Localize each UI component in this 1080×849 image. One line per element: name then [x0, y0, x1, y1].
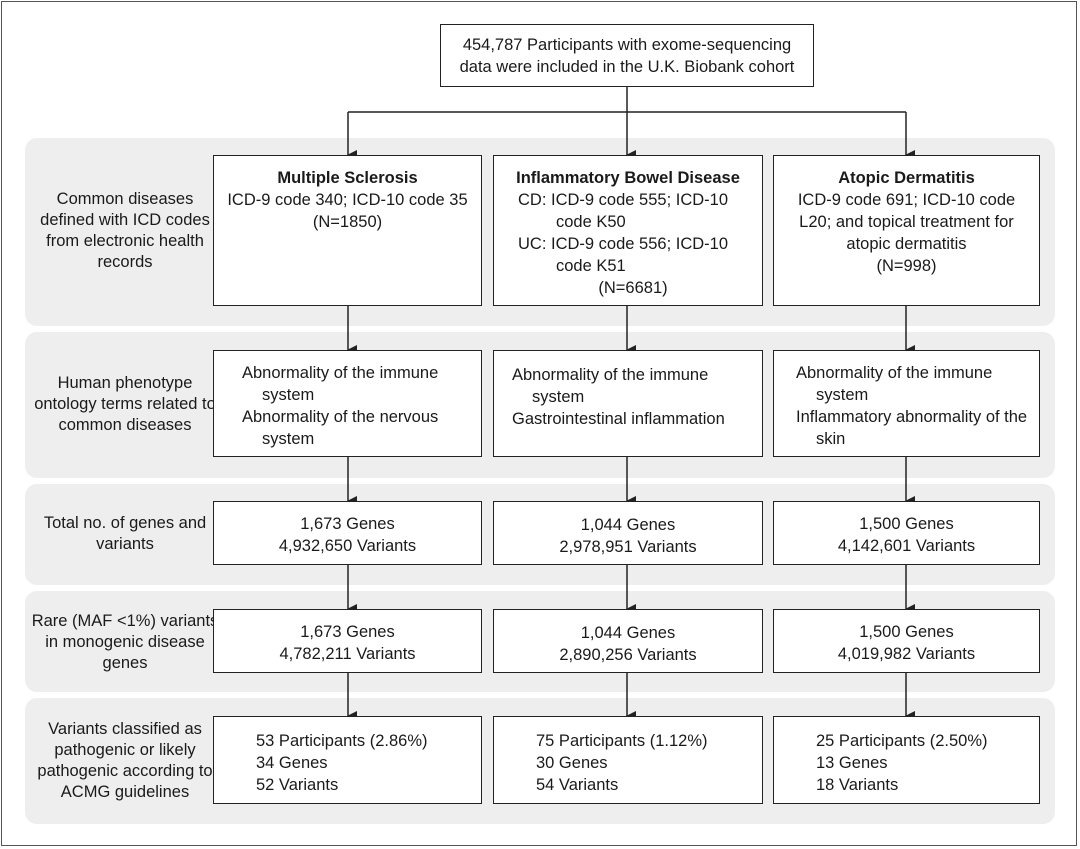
ibd-genes: 30 Genes	[536, 754, 608, 772]
ms-classified-box: 53 Participants (2.86%) 34 Genes 52 Vari…	[213, 716, 482, 804]
ibd-n: (N=6681)	[598, 279, 668, 297]
row-label-classified: Variants classified as pathogenic or lik…	[37, 720, 213, 801]
ibd-uc-codes: UC: ICD-9 code 556; ICD-10 code K51	[518, 235, 728, 275]
ad-genes: 13 Genes	[816, 754, 888, 772]
ad-total-genes: 1,500 Genes	[859, 515, 954, 533]
ibd-rare-box: 1,044 Genes 2,890,256 Variants	[493, 609, 763, 673]
ad-hpo-box: Abnormality of the immune system Inflamm…	[773, 350, 1040, 457]
ad-rare-box: 1,500 Genes 4,019,982 Variants	[773, 609, 1040, 673]
ibd-disease-box: Inflammatory Bowel Disease CD: ICD-9 cod…	[493, 155, 763, 306]
ms-total-variants: 4,932,650 Variants	[278, 537, 417, 555]
ibd-cd-codes: CD: ICD-9 code 555; ICD-10 code K50	[518, 191, 728, 231]
ad-classified-box: 25 Participants (2.50%) 13 Genes 18 Vari…	[773, 716, 1040, 804]
ad-variants: 18 Variants	[816, 776, 899, 794]
ibd-total-box: 1,044 Genes 2,978,951 Variants	[493, 501, 763, 565]
ad-n: (N=998)	[876, 257, 937, 275]
ad-participants: 25 Participants (2.50%)	[816, 732, 988, 750]
ad-rare-genes: 1,500 Genes	[859, 623, 954, 641]
ad-hpo-term-2: Inflammatory abnormality of the skin	[796, 408, 1028, 448]
ibd-hpo-box: Abnormality of the immune system Gastroi…	[493, 350, 763, 457]
ms-genes: 34 Genes	[256, 754, 328, 772]
ms-rare-variants: 4,782,211 Variants	[279, 645, 416, 663]
ibd-rare-genes: 1,044 Genes	[580, 624, 676, 642]
cohort-box: 454,787 Participants with exome-sequenci…	[440, 24, 814, 87]
ms-hpo-term-1: Abnormality of the immune system	[242, 364, 439, 404]
ad-title: Atopic Dermatitis	[838, 169, 975, 187]
ibd-variants: 54 Variants	[536, 776, 619, 794]
ms-n: (N=1850)	[312, 213, 383, 231]
ms-participants: 53 Participants (2.86%)	[256, 732, 428, 750]
ms-hpo-box: Abnormality of the immune system Abnorma…	[213, 350, 482, 457]
ad-hpo-term-1: Abnormality of the immune system	[796, 364, 993, 404]
row-label-rare: Rare (MAF <1%) variants in monogenic dis…	[31, 611, 219, 672]
cohort-line-1: 454,787 Participants with exome-sequenci…	[462, 36, 792, 54]
ibd-hpo-term-1: Abnormality of the immune system	[512, 366, 709, 406]
ibd-classified-box: 75 Participants (1.12%) 30 Genes 54 Vari…	[493, 716, 763, 804]
ibd-hpo-term-2: Gastrointestinal inflammation	[512, 410, 725, 428]
ad-rare-variants: 4,019,982 Variants	[837, 645, 976, 663]
ms-total-genes: 1,673 Genes	[300, 515, 395, 533]
ms-rare-box: 1,673 Genes 4,782,211 Variants	[213, 609, 482, 673]
ibd-title: Inflammatory Bowel Disease	[516, 169, 740, 187]
ms-variants: 52 Variants	[256, 776, 339, 794]
cohort-line-2: data were included in the U.K. Biobank c…	[459, 58, 795, 76]
ms-codes: ICD-9 code 340; ICD-10 code 35	[227, 191, 468, 209]
row-label-diseases: Common diseases defined with ICD codes f…	[40, 190, 210, 271]
row-label-total: Total no. of genes and variants	[43, 514, 207, 553]
ms-disease-box: Multiple Sclerosis ICD-9 code 340; ICD-1…	[213, 155, 482, 306]
ad-codes: ICD-9 code 691; ICD-10 code L20; and top…	[797, 191, 1016, 253]
ad-total-box: 1,500 Genes 4,142,601 Variants	[773, 501, 1040, 565]
ms-hpo-term-2: Abnormality of the nervous system	[242, 408, 439, 448]
ibd-total-genes: 1,044 Genes	[580, 516, 676, 534]
ad-total-variants: 4,142,601 Variants	[837, 537, 976, 555]
ms-title: Multiple Sclerosis	[277, 169, 418, 187]
ad-disease-box: Atopic Dermatitis ICD-9 code 691; ICD-10…	[773, 155, 1040, 306]
row-label-hpo: Human phenotype ontology terms related t…	[34, 373, 216, 434]
ibd-rare-variants: 2,890,256 Variants	[559, 646, 697, 664]
ibd-participants: 75 Participants (1.12%)	[536, 732, 708, 750]
ms-total-box: 1,673 Genes 4,932,650 Variants	[213, 501, 482, 565]
ibd-total-variants: 2,978,951 Variants	[559, 538, 697, 556]
ms-rare-genes: 1,673 Genes	[300, 623, 395, 641]
